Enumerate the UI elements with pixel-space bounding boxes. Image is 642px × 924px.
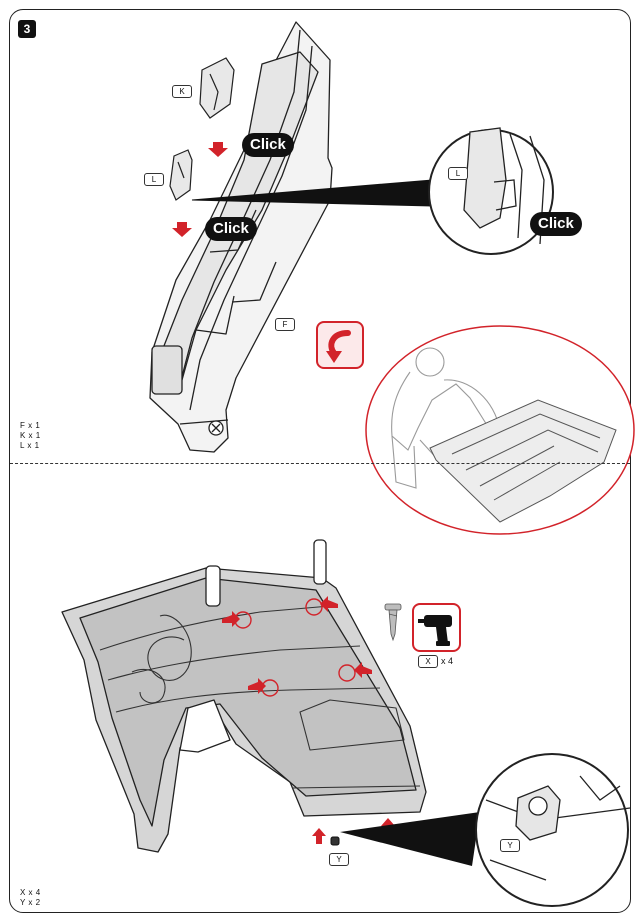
step-divider xyxy=(10,463,630,464)
screw-arrows xyxy=(222,596,372,694)
click-callout-zoom: Click xyxy=(530,212,582,236)
lower-quantity-list: X x 4 Y x 2 xyxy=(20,888,41,908)
k-end-cap xyxy=(199,57,235,119)
zoom-cap-label-y: Y xyxy=(500,839,520,852)
part-label-k: K xyxy=(172,85,192,98)
click-callout-k: Click xyxy=(242,133,294,157)
part-label-f: F xyxy=(275,318,295,331)
step-number: 3 xyxy=(18,20,36,38)
zoom-detail-y xyxy=(475,753,631,907)
base-panel-illustration xyxy=(61,539,427,853)
quantity-f: F x 1 xyxy=(20,421,41,430)
drill-tool-badge xyxy=(412,603,461,652)
zoom-part-label-l: L xyxy=(448,167,468,180)
person-assembly-view xyxy=(365,325,635,535)
part-label-l: L xyxy=(144,173,164,186)
upper-quantity-list: F x 1 K x 1 L x 1 xyxy=(20,421,41,451)
assembly-arrows xyxy=(172,142,228,237)
power-drill-icon xyxy=(418,615,452,646)
quantity-x: X x 4 xyxy=(20,888,41,897)
click-callout-l: Click xyxy=(205,217,257,241)
fastener-label-x: X xyxy=(418,655,438,668)
page-frame xyxy=(9,9,631,913)
rotate-arrow-icon xyxy=(326,330,351,363)
cap-label-y: Y xyxy=(329,853,349,866)
rotate-instruction-badge xyxy=(316,321,364,369)
quantity-l: L x 1 xyxy=(20,441,40,450)
zoom-detail-l xyxy=(428,127,554,255)
screw-icon xyxy=(384,603,402,642)
quantity-k: K x 1 xyxy=(20,431,41,440)
quantity-y: Y x 2 xyxy=(20,898,41,907)
l-end-cap xyxy=(169,149,193,201)
fastener-count: x 4 xyxy=(441,656,454,666)
zoom-pointer-lower xyxy=(340,812,480,866)
